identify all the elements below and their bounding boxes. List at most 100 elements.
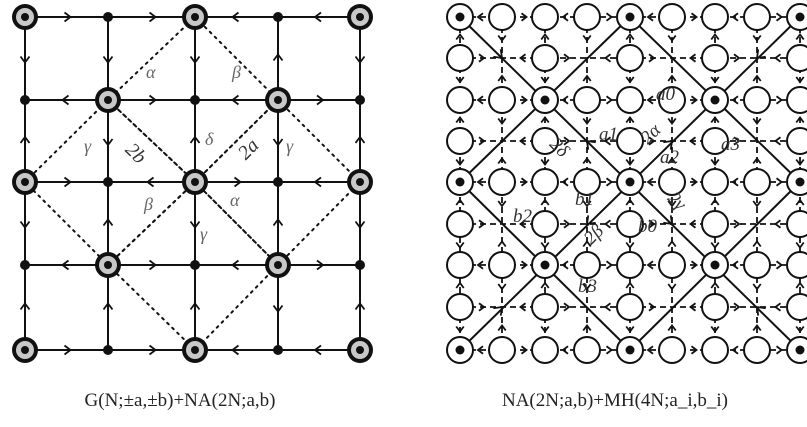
- right-v-arrow: [710, 325, 720, 333]
- right-site-center: [455, 12, 465, 22]
- left-label-alpha-bottom: α: [230, 190, 240, 210]
- right-v-arrow: [455, 241, 465, 249]
- right-h-arrow: [775, 95, 783, 105]
- right-v-arrow: [752, 240, 762, 248]
- left-v-arrow: [272, 53, 284, 62]
- right-diag-arrow: [755, 49, 766, 60]
- left-vertex-dot: [355, 260, 365, 270]
- left-site-center: [356, 178, 364, 186]
- right-v-arrow: [752, 324, 762, 332]
- right-h-arrow: [520, 260, 528, 270]
- right-v-arrow: [752, 200, 762, 208]
- right-label-b3: b3: [578, 276, 597, 297]
- left-v-arrow: [272, 218, 284, 227]
- right-v-arrow: [752, 117, 762, 125]
- right-site-center: [625, 177, 635, 187]
- left-site-center: [104, 261, 112, 269]
- right-h-arrow: [775, 177, 783, 187]
- left-h-arrow: [313, 11, 322, 23]
- left-v-arrow: [102, 218, 114, 227]
- right-site-empty: [531, 168, 559, 196]
- left-h-arrow: [61, 94, 70, 106]
- right-v-arrow: [582, 34, 592, 42]
- right-h-arrow: [690, 12, 698, 22]
- right-v-arrow: [455, 158, 465, 166]
- left-site-center: [21, 178, 29, 186]
- right-h-arrow: [476, 260, 484, 270]
- right-v-arrow: [455, 33, 465, 41]
- right-v-arrow: [497, 240, 507, 248]
- right-site-center: [625, 345, 635, 355]
- right-site-center: [540, 260, 550, 270]
- right-site-empty: [531, 210, 559, 238]
- right-v-arrow: [540, 33, 550, 41]
- right-h-arrow: [561, 12, 569, 22]
- right-v-arrow: [497, 324, 507, 332]
- left-label-beta-top: β: [231, 62, 241, 82]
- right-v-arrow: [455, 76, 465, 84]
- left-label-gamma-left: γ: [84, 136, 92, 156]
- right-h-arrow: [646, 95, 654, 105]
- right-h-arrow: [690, 177, 698, 187]
- left-h-arrow: [316, 94, 325, 106]
- right-h-arrow: [689, 219, 697, 229]
- left-lattice: α β γ 2b δ 2a γ β α γ: [12, 4, 373, 363]
- right-site-empty: [786, 127, 807, 155]
- left-h-arrow: [316, 259, 325, 271]
- left-dotted-diamond: [106, 15, 280, 184]
- right-h-arrow: [731, 12, 739, 22]
- left-v-arrow: [19, 302, 31, 311]
- left-v-arrow: [102, 138, 114, 147]
- left-site-center: [356, 346, 364, 354]
- right-v-arrow: [625, 241, 635, 249]
- left-h-arrow: [313, 344, 322, 356]
- right-h-arrow: [563, 302, 571, 312]
- right-site-center: [455, 345, 465, 355]
- right-v-arrow: [752, 34, 762, 42]
- right-h-arrow: [648, 53, 656, 63]
- right-v-arrow: [710, 33, 720, 41]
- right-h-arrow: [604, 136, 612, 146]
- right-h-arrow: [563, 136, 571, 146]
- right-v-arrow: [795, 325, 805, 333]
- right-site-empty: [616, 86, 644, 114]
- right-v-arrow: [455, 325, 465, 333]
- right-v-arrow: [795, 158, 805, 166]
- right-v-arrow: [795, 281, 805, 289]
- right-h-arrow: [646, 177, 654, 187]
- right-v-arrow: [455, 198, 465, 206]
- right-h-arrow: [648, 136, 656, 146]
- left-v-arrow: [354, 55, 366, 64]
- right-site-empty: [573, 168, 601, 196]
- right-h-arrow: [519, 53, 527, 63]
- left-label-beta-bottom: β: [143, 194, 153, 214]
- right-site-empty: [786, 210, 807, 238]
- right-h-arrow: [605, 177, 613, 187]
- right-h-arrow: [604, 302, 612, 312]
- right-v-arrow: [667, 324, 677, 332]
- right-site-center: [540, 95, 550, 105]
- left-h-arrow: [231, 94, 240, 106]
- left-h-arrow: [63, 11, 72, 23]
- left-label-gamma-right: γ: [286, 136, 294, 156]
- left-dotted-diamond: [106, 180, 280, 352]
- right-h-arrow: [520, 177, 528, 187]
- left-h-arrow: [61, 259, 70, 271]
- right-site-empty: [616, 127, 644, 155]
- right-site-empty: [658, 86, 686, 114]
- right-site-empty: [531, 44, 559, 72]
- right-v-arrow: [710, 281, 720, 289]
- right-site-center: [795, 345, 805, 355]
- right-site-empty: [743, 336, 771, 364]
- right-h-arrow: [478, 302, 486, 312]
- right-site-empty: [488, 3, 516, 31]
- right-site-empty: [701, 168, 729, 196]
- right-v-arrow: [795, 198, 805, 206]
- left-site-center: [356, 13, 364, 21]
- right-site-center: [455, 177, 465, 187]
- left-h-arrow: [63, 344, 72, 356]
- right-v-arrow: [795, 116, 805, 124]
- right-v-arrow: [582, 117, 592, 125]
- left-h-arrow: [148, 344, 157, 356]
- right-h-arrow: [774, 136, 782, 146]
